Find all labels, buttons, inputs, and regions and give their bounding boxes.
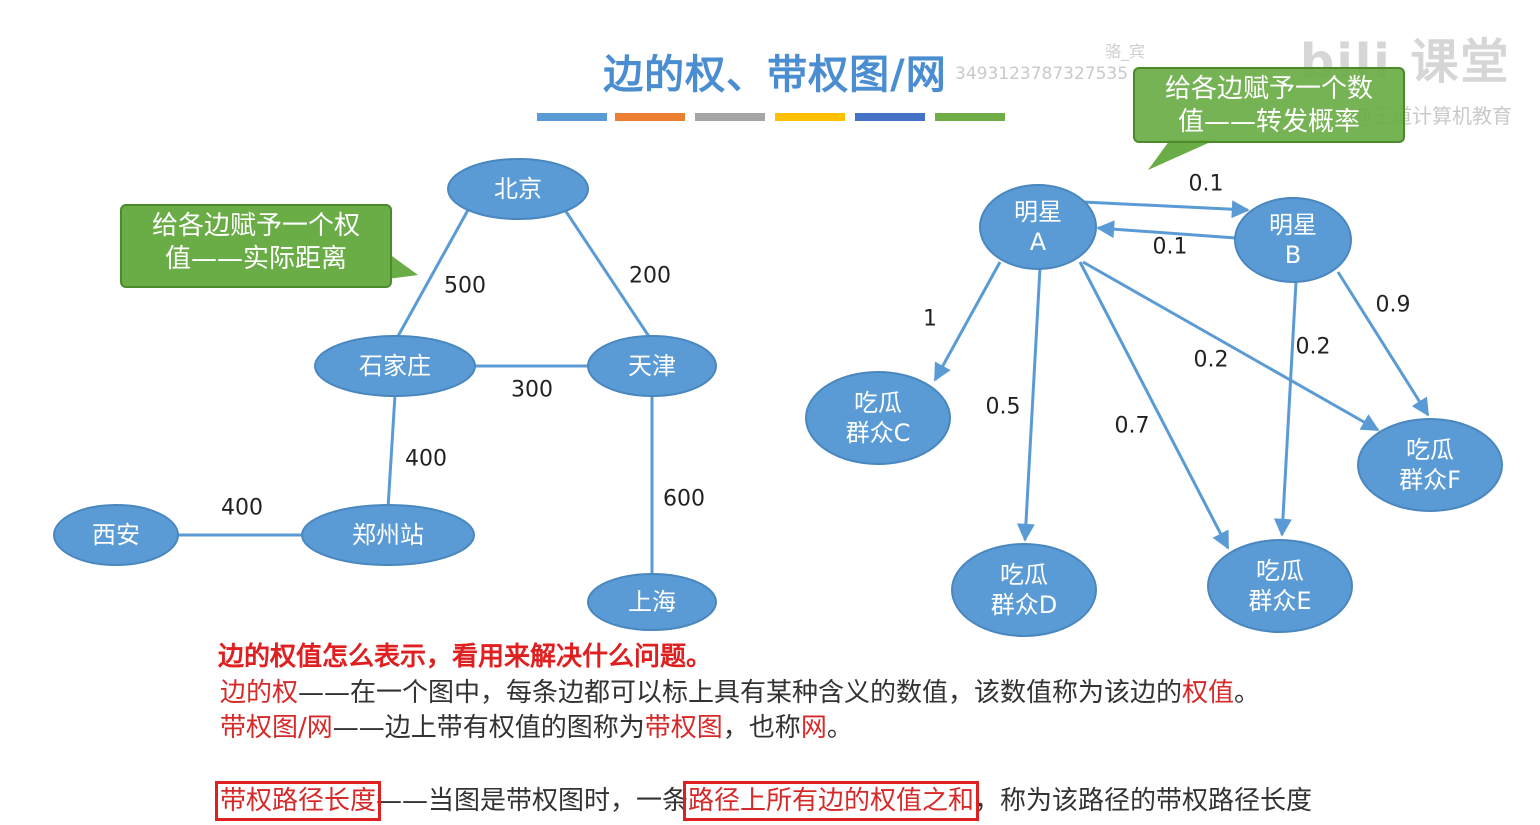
- weight-shijiazhuang-zhengzhou: 400: [405, 446, 447, 472]
- highlight-sum-of-weights: 路径上所有边的权值之和: [683, 781, 980, 821]
- title-bar-3: [695, 113, 765, 121]
- weight-b-e: 0.2: [1295, 334, 1331, 360]
- weight-xian-zhengzhou: 400: [221, 495, 263, 521]
- callout-right-line1: 给各边赋予一个数: [1164, 74, 1373, 104]
- def3-end: ，称为该路径的带权路径长度: [974, 786, 1313, 816]
- def1-body: ——在一个图中，每条边都可以标上具有某种含义的数值，该数值称为该边的: [298, 678, 1183, 708]
- edge-a-c: [933, 261, 1002, 382]
- watermark-user: 骆_宾: [1105, 42, 1146, 61]
- label-beijing: 北京: [494, 175, 542, 203]
- label-shijiazhuang: 石家庄: [359, 352, 431, 380]
- def2-mid: ，也称: [722, 713, 801, 743]
- callout-right-tail: [1148, 140, 1215, 170]
- callout-left-line2: 值——实际距离: [164, 244, 347, 274]
- term-weighted-path-length: 带权路径长度: [214, 781, 382, 821]
- callout-left-line1: 给各边赋予一个权: [151, 211, 360, 241]
- def2-end: 。: [826, 713, 853, 743]
- definition-weighted-path-length: 带权路径长度——当图是带权图时，一条路径上所有边的权值之和，称为该路径的带权路径…: [214, 780, 1313, 821]
- label-b: 明星 B: [1269, 210, 1317, 270]
- title-bar-5: [855, 113, 925, 121]
- title-color-bars: [537, 113, 1007, 121]
- edge-beijing-tianjin: [563, 209, 652, 339]
- edge-shijiazhuang-zhengzhou: [386, 394, 397, 509]
- title-bar-4: [775, 113, 845, 121]
- node-shanghai: [587, 573, 717, 631]
- label-a-line1: 明星: [1014, 198, 1062, 226]
- def1-end: 。: [1234, 678, 1261, 708]
- node-tianjin: [587, 335, 717, 397]
- label-c-line1: 吃瓜: [853, 389, 902, 417]
- weight-beijing-shijiazhuang: 500: [444, 273, 486, 299]
- callout-right-line2: 值——转发概率: [1177, 107, 1360, 137]
- weight-beijing-tianjin: 200: [629, 263, 671, 289]
- weight-a-c: 1: [923, 306, 937, 332]
- label-f-line1: 吃瓜: [1406, 436, 1454, 464]
- weight-a-e: 0.7: [1114, 413, 1150, 439]
- label-c-line2: 群众C: [845, 419, 911, 447]
- edge-b-e: [1273, 281, 1298, 537]
- node-b: [1234, 197, 1352, 283]
- node-c: [805, 371, 951, 465]
- node-d: [951, 543, 1097, 637]
- label-f-line2: 群众F: [1399, 466, 1461, 494]
- term-net: 网: [800, 713, 827, 743]
- term-weighted-graph: 带权图: [644, 713, 723, 743]
- label-shanghai: 上海: [628, 588, 676, 616]
- callout-distance: 给各边赋予一个权 值——实际距离: [120, 204, 392, 288]
- label-d-line2: 群众D: [990, 591, 1058, 619]
- label-a: 明星 A: [1014, 197, 1062, 257]
- def3-body: ——当图是带权图时，一条: [376, 786, 689, 816]
- weight-tianjin-shanghai: 600: [663, 486, 705, 512]
- node-a: [979, 184, 1097, 270]
- label-d-line1: 吃瓜: [999, 561, 1048, 589]
- label-e-line2: 群众E: [1248, 587, 1312, 615]
- label-c: 吃瓜 群众C: [846, 388, 911, 448]
- callout-probability: 给各边赋予一个数 值——转发概率: [1133, 67, 1405, 143]
- node-xian: [53, 504, 179, 566]
- node-e: [1207, 539, 1353, 633]
- label-d: 吃瓜 群众D: [991, 560, 1057, 620]
- node-zhengzhou: [301, 504, 475, 566]
- label-b-line1: 明星: [1269, 211, 1317, 239]
- node-shijiazhuang: [314, 335, 476, 397]
- weight-a-b: 0.1: [1188, 171, 1224, 197]
- question-heading: 边的权值怎么表示，看用来解决什么问题。: [218, 642, 713, 672]
- edge-a-d: [1016, 267, 1042, 542]
- label-a-line2: A: [1029, 228, 1047, 256]
- weight-a-f: 0.2: [1193, 347, 1229, 373]
- title-bar-2: [615, 113, 685, 121]
- term-weighted-graph-net: 带权图/网: [220, 713, 333, 743]
- label-xian: 西安: [92, 521, 140, 549]
- title-bar-6: [935, 113, 1005, 121]
- label-b-line2: B: [1284, 241, 1302, 269]
- label-tianjin: 天津: [628, 352, 676, 380]
- weight-shijiazhuang-tianjin: 300: [511, 377, 553, 403]
- node-beijing: [447, 158, 589, 220]
- definition-weighted-graph: 带权图/网——边上带有权值的图称为带权图，也称网。: [220, 707, 853, 744]
- title-bar-1: [537, 113, 607, 121]
- label-f: 吃瓜 群众F: [1399, 435, 1461, 495]
- term-weight-value: 权值: [1182, 678, 1235, 708]
- edge-b-a: [1096, 220, 1237, 240]
- watermark-id: 3493123787327535: [955, 64, 1129, 84]
- weight-b-a: 0.1: [1152, 234, 1188, 260]
- def2-body: ——边上带有权值的图称为: [332, 713, 645, 743]
- node-f: [1357, 418, 1503, 512]
- edge-a-e: [1078, 261, 1230, 550]
- edge-b-f: [1336, 271, 1430, 417]
- term-edge-weight: 边的权: [220, 678, 299, 708]
- edge-beijing-shijiazhuang: [395, 209, 470, 339]
- weight-a-d: 0.5: [985, 394, 1021, 420]
- slide-title: 边的权、带权图/网: [603, 52, 947, 98]
- label-zhengzhou: 郑州站: [352, 521, 424, 549]
- definition-edge-weight: 边的权——在一个图中，每条边都可以标上具有某种含义的数值，该数值称为该边的权值。: [220, 672, 1260, 709]
- label-e: 吃瓜 群众E: [1248, 556, 1311, 616]
- label-e-line1: 吃瓜: [1255, 557, 1304, 585]
- edge-a-b: [1082, 200, 1250, 219]
- weight-b-f: 0.9: [1375, 292, 1411, 318]
- edge-a-f: [1082, 260, 1380, 432]
